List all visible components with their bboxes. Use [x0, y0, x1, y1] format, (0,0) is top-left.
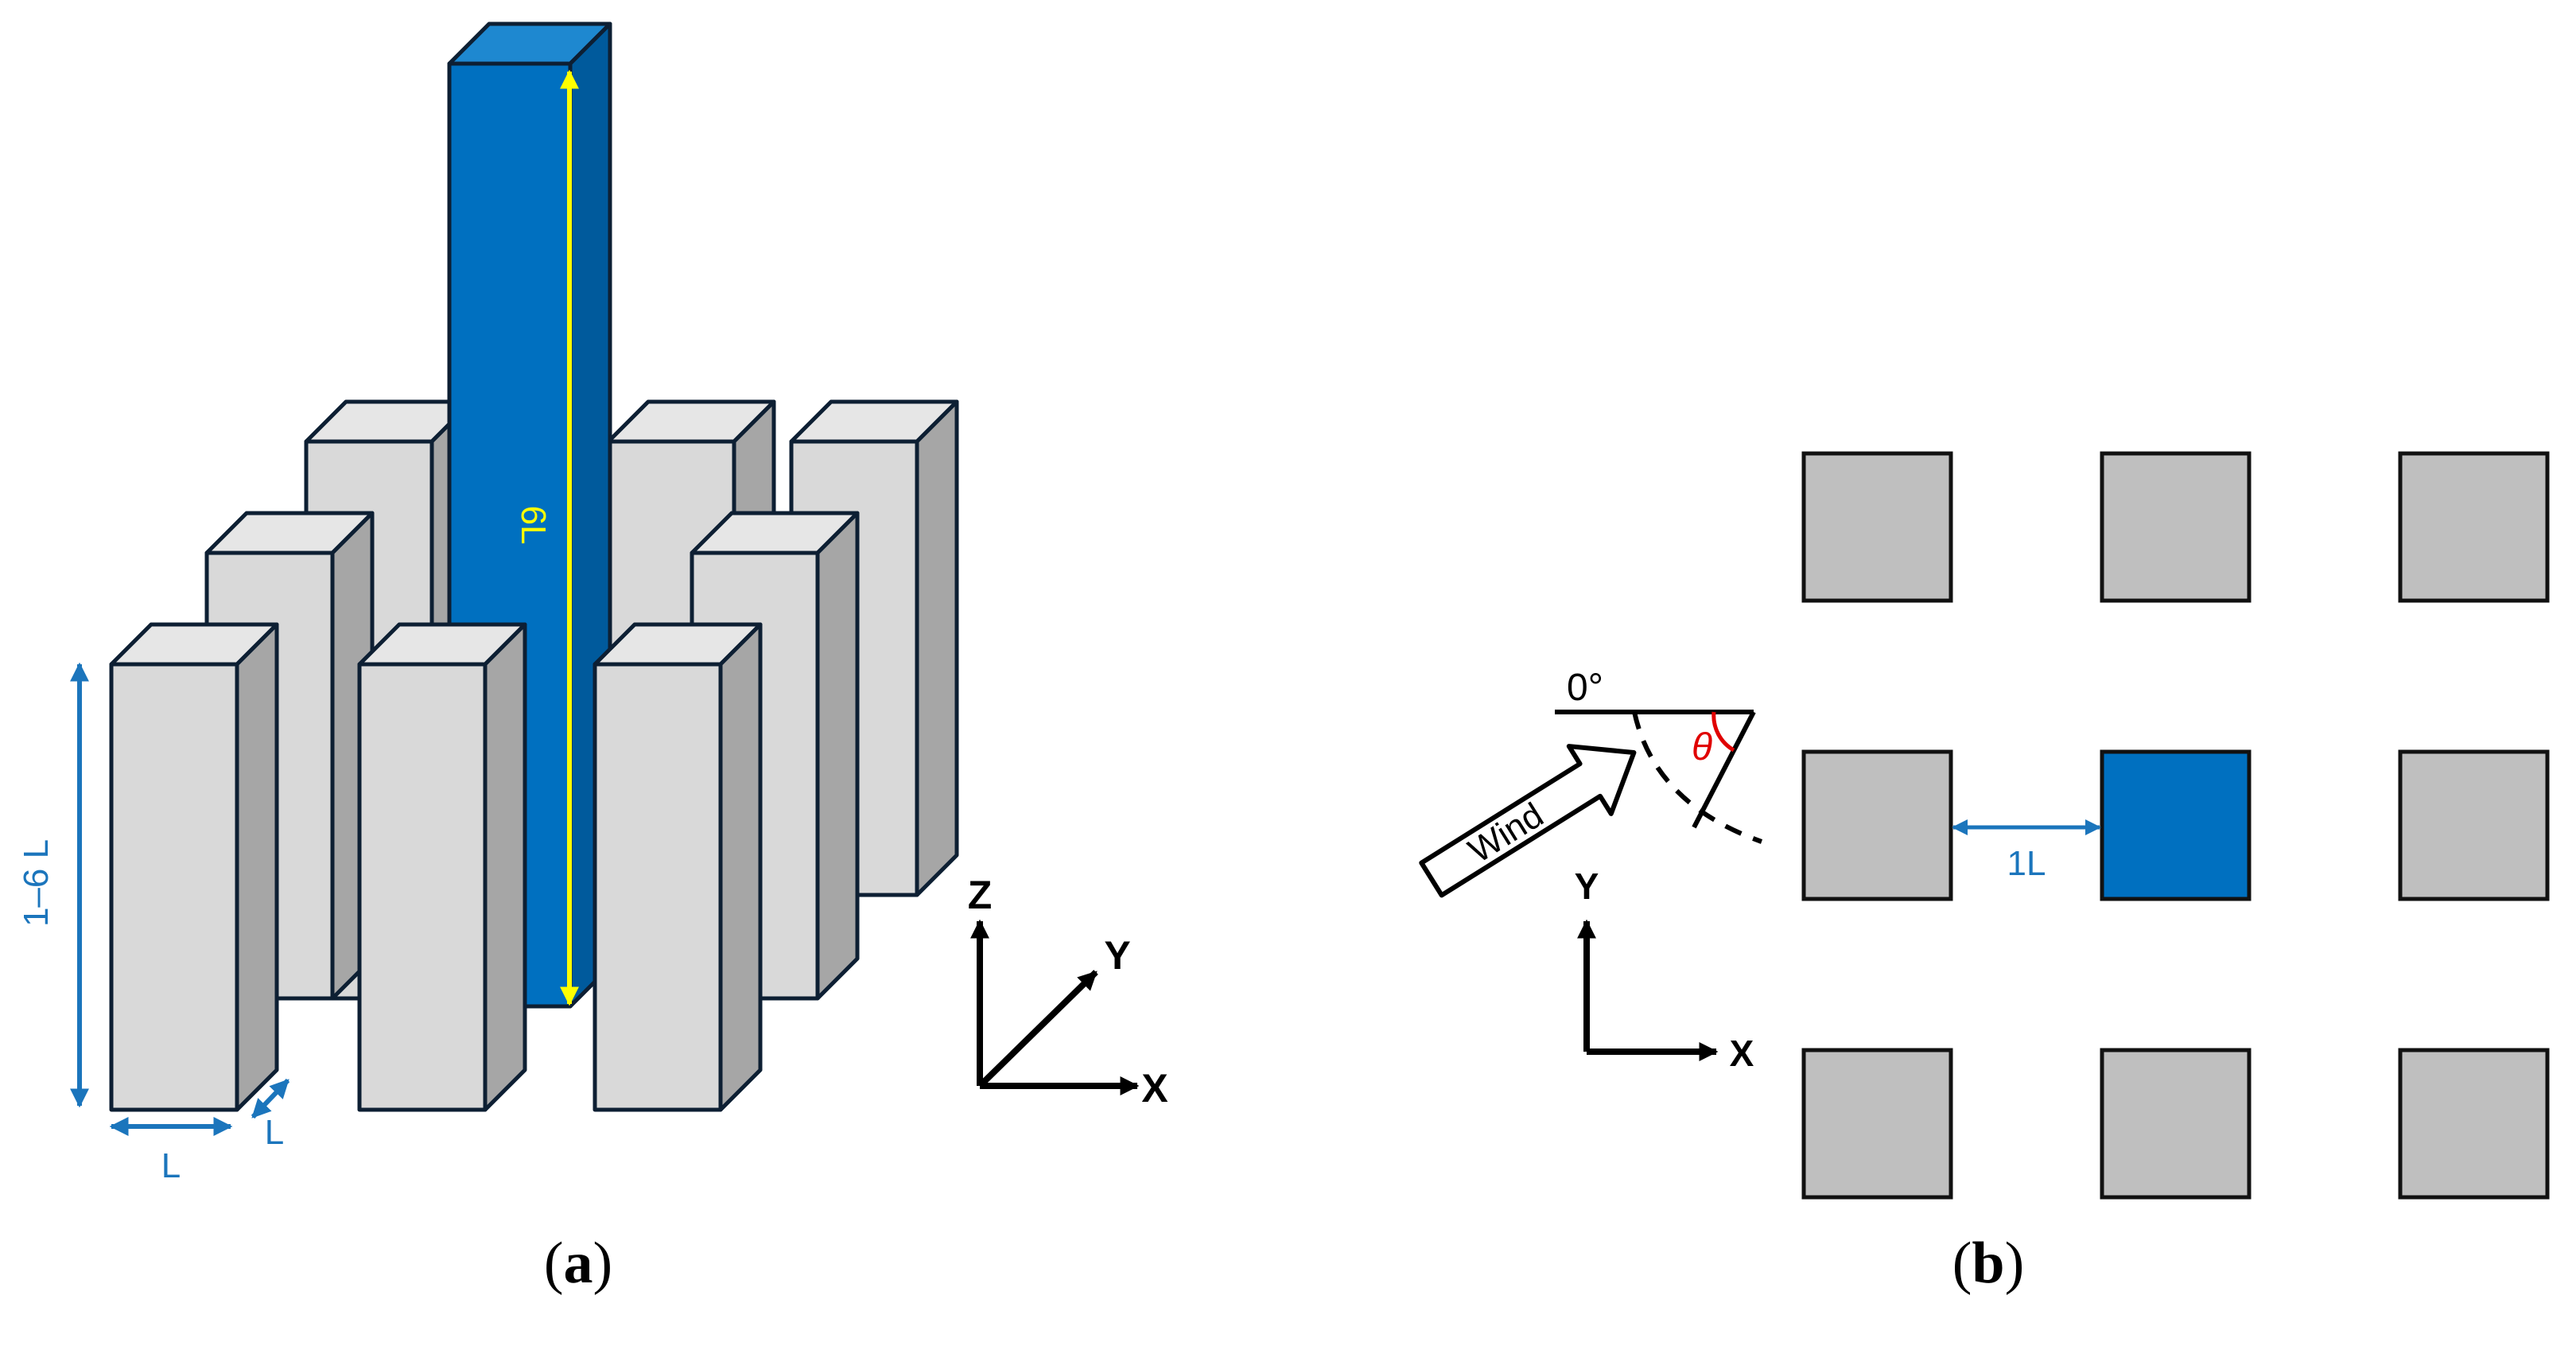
- spacing-label: 1L: [2007, 844, 2046, 883]
- building-array: [109, 21, 959, 1112]
- prism-face: [718, 622, 763, 1112]
- caption-b: (b): [1952, 1231, 2024, 1296]
- width-dimension-y: L: [251, 1078, 290, 1152]
- plan-target-building: [2100, 749, 2252, 901]
- panel-a-3d-view: 1–6 L L L 6L Z X Y (a): [17, 21, 1168, 1296]
- prism-face: [915, 399, 959, 897]
- prism-face: [815, 511, 860, 1001]
- target-height-dimension: 6L: [514, 69, 579, 1006]
- target-height-label: 6L: [514, 506, 553, 545]
- axis-z-label: Z: [968, 873, 993, 917]
- axis-x-label-2d: X: [1730, 1033, 1754, 1074]
- axis-y-label: Y: [1104, 933, 1130, 978]
- width-label-x: L: [161, 1146, 181, 1185]
- plan-building: [1801, 1048, 1953, 1200]
- plan-building-grid: [1801, 451, 2550, 1200]
- axis-y-label-2d: Y: [1575, 866, 1599, 907]
- plan-building: [1801, 749, 1953, 901]
- height-range-label: 1–6 L: [17, 839, 56, 927]
- width-dimension-x: L: [109, 1117, 233, 1185]
- plan-building: [1801, 451, 1953, 603]
- plan-building: [2398, 451, 2550, 603]
- wind-arrow: Wind: [1419, 744, 1637, 898]
- prism-face: [109, 662, 239, 1112]
- zero-angle-label: 0°: [1567, 667, 1603, 709]
- plan-building: [2100, 451, 2252, 603]
- prism-face: [593, 662, 723, 1112]
- prism-face: [235, 622, 279, 1112]
- building-prism: [109, 622, 279, 1112]
- building-prism: [357, 622, 527, 1112]
- axis-triad-2d: Y X: [1575, 866, 1754, 1074]
- plan-building: [2398, 749, 2550, 901]
- spacing-dimension: 1L: [1952, 819, 2101, 883]
- height-range-dimension: 1–6 L: [17, 662, 89, 1108]
- plan-building: [2398, 1048, 2550, 1200]
- prism-face: [357, 662, 488, 1112]
- caption-a: (a): [544, 1231, 612, 1296]
- theta-label: θ: [1692, 726, 1712, 768]
- prism-face: [483, 622, 527, 1112]
- axis-triad-3d: Z X Y: [968, 873, 1168, 1111]
- wind-angle-indicator: 0° θ: [1555, 667, 1763, 844]
- axis-x-label: X: [1141, 1066, 1168, 1111]
- width-label-y: L: [265, 1113, 284, 1152]
- building-prism: [593, 622, 763, 1112]
- plan-building: [2100, 1048, 2252, 1200]
- panel-b-plan-view: 1L 0° θ Wind Y X (b): [1419, 451, 2550, 1296]
